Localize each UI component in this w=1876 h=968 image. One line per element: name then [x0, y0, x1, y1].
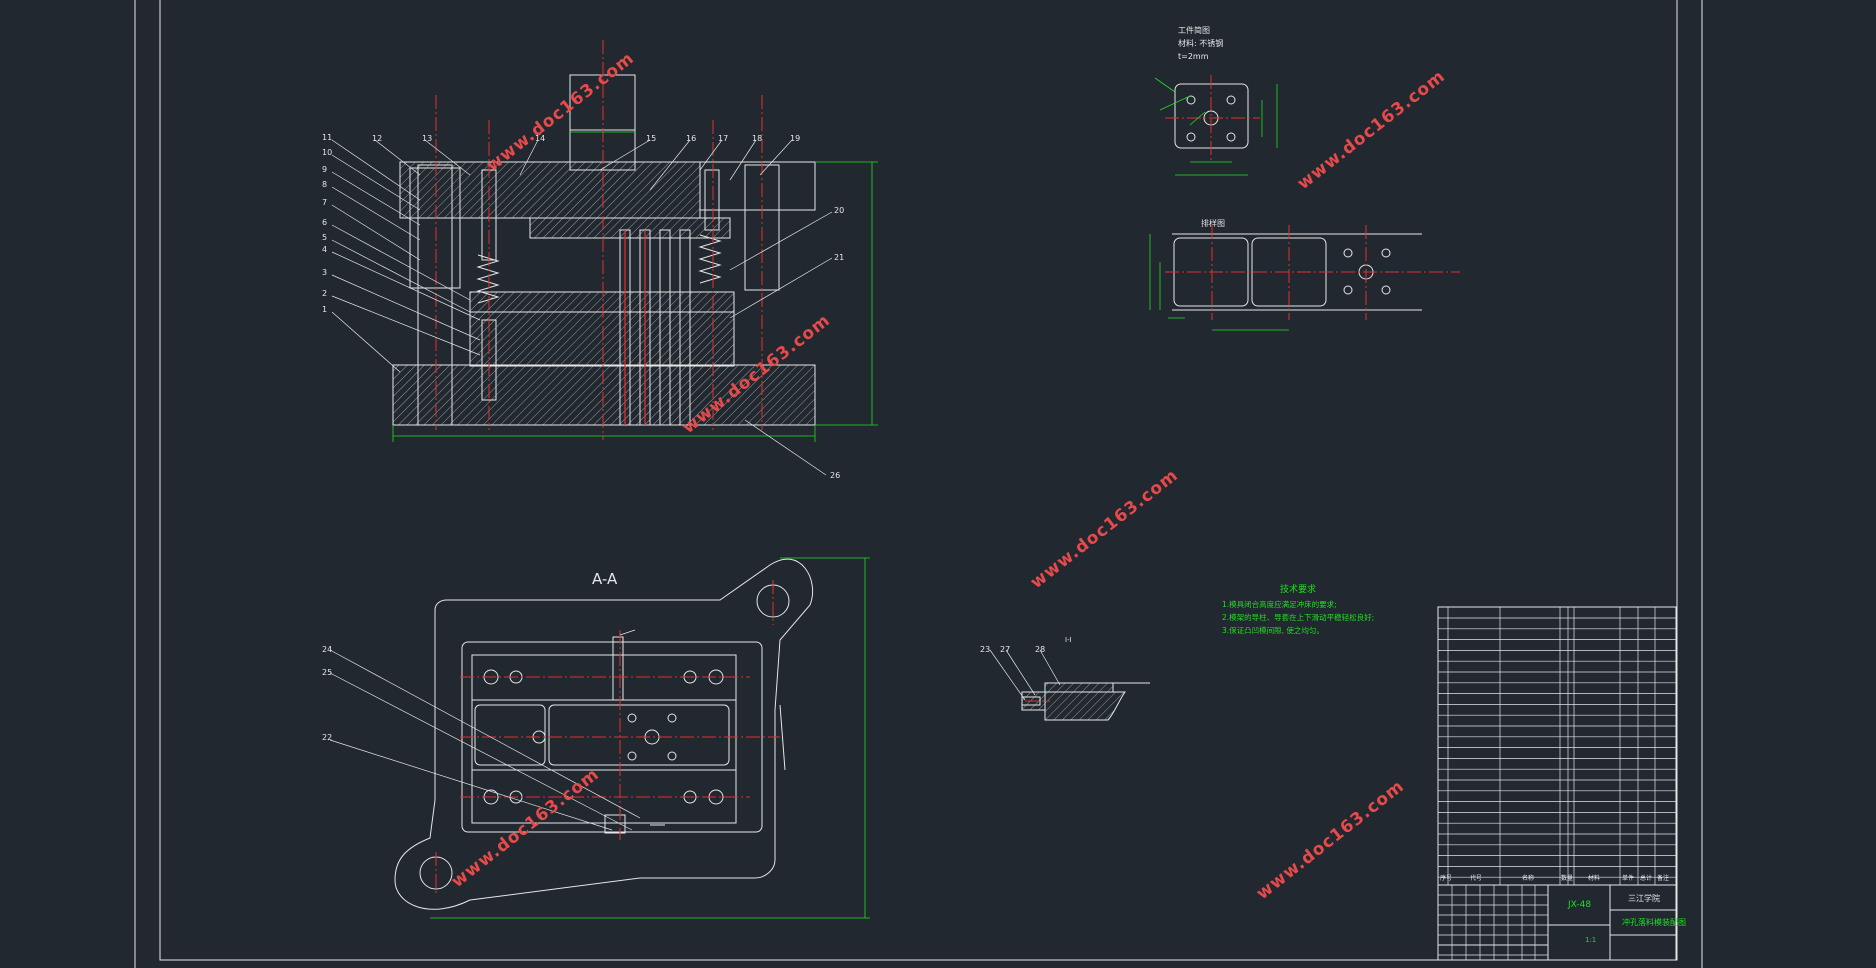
watermark: www.doc163.com [448, 764, 604, 892]
callout-number: 11 [322, 133, 332, 142]
drawing-code: JX-48 [1567, 900, 1591, 910]
callout-number: 8 [322, 180, 327, 189]
callout-number: 18 [752, 134, 762, 143]
workpiece-title: 工件简图 [1178, 25, 1210, 35]
callout-number: 27 [1000, 645, 1010, 654]
strip-layout [1149, 225, 1460, 331]
workpiece-header: 工件简图 材料: 不锈钢 t=2mm [1178, 25, 1223, 61]
callout-number: 5 [322, 233, 327, 242]
school-name: 三江学院 [1628, 893, 1660, 903]
table-header: 数量 [1561, 874, 1573, 882]
table-header: 名称 [1522, 874, 1534, 882]
title-block: JX-48 三江学院 冲孔落料模装配图 1:1 [1567, 893, 1686, 944]
drawing-name: 冲孔落料模装配图 [1622, 917, 1686, 927]
workpiece-sketch [1154, 75, 1278, 176]
callout-number: 21 [834, 253, 844, 262]
watermark: www.doc163.com [1294, 66, 1450, 194]
callout-number: 26 [830, 471, 840, 480]
tech-requirements: 技术要求 1.模具闭合高度应满足冲床的要求; 2.模架的导柱、导套在上下滑动平稳… [1222, 583, 1374, 635]
callout-number: 3 [322, 268, 327, 277]
table-header: 总计 [1640, 874, 1652, 882]
callout-number: 22 [322, 733, 332, 742]
callout-number: 24 [322, 645, 332, 654]
drawing-scale: 1:1 [1585, 936, 1596, 944]
callout-number: 28 [1035, 645, 1045, 654]
table-header: 材料 [1588, 874, 1600, 882]
drawing-frame [134, 0, 1703, 968]
section-a-a-view [329, 557, 870, 919]
table-header: 单件 [1622, 874, 1634, 882]
main-assembly-view [331, 40, 878, 476]
tech-requirement-item: 3.保证凸凹模间隙, 使之均匀。 [1222, 625, 1324, 635]
workpiece-material: 材料: 不锈钢 [1178, 38, 1223, 48]
callout-number: 9 [322, 165, 327, 174]
callout-number: 1 [322, 305, 327, 314]
callout-number: 19 [790, 134, 800, 143]
watermark: www.doc163.com [1253, 776, 1409, 904]
callout-number: 20 [834, 206, 844, 215]
callout-number: 17 [718, 134, 728, 143]
table-header: 序号 [1440, 874, 1452, 882]
callout-number: 4 [322, 245, 327, 254]
callout-number: 7 [322, 198, 327, 207]
callout-number: 2 [322, 289, 327, 298]
watermark: www.doc163.com [483, 48, 639, 176]
callout-number: 13 [422, 134, 432, 143]
callout-number: 6 [322, 218, 327, 227]
callout-number: 12 [372, 134, 382, 143]
parts-list-table [1437, 606, 1677, 961]
table-header: 代号 [1470, 874, 1482, 882]
tech-requirements-title: 技术要求 [1280, 583, 1316, 595]
workpiece-thickness: t=2mm [1178, 52, 1209, 61]
callout-number: 25 [322, 668, 332, 677]
detail-i-view [989, 649, 1150, 721]
table-header: 备注 [1657, 874, 1669, 882]
tech-requirement-item: 1.模具闭合高度应满足冲床的要求; [1222, 599, 1337, 609]
callout-number: 10 [322, 148, 332, 157]
parts-list-headers: 序号 代号 名称 数量 材料 单件总计备注 [1440, 874, 1669, 882]
callout-number: 16 [686, 134, 696, 143]
callout-number: 23 [980, 645, 990, 654]
callout-number: 14 [535, 134, 545, 143]
callout-number: 15 [646, 134, 656, 143]
detail-note: I-I [1065, 636, 1072, 644]
layout-title: 排样图 [1201, 218, 1225, 228]
watermark: www.doc163.com [1027, 465, 1183, 593]
tech-requirement-item: 2.模架的导柱、导套在上下滑动平稳轻松良好; [1222, 612, 1374, 622]
section-label: A-A [592, 570, 618, 588]
